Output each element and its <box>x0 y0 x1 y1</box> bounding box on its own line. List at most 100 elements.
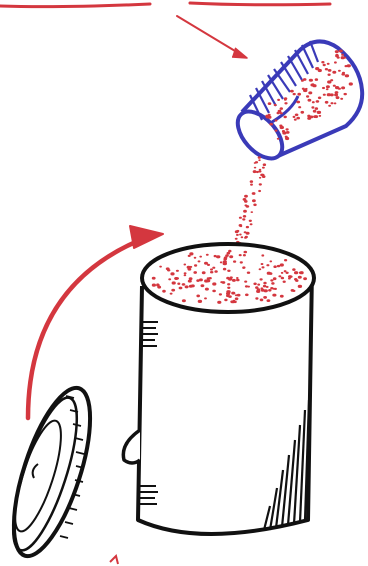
grain <box>341 56 345 59</box>
grain <box>306 95 309 97</box>
grain <box>233 260 236 262</box>
grain <box>223 268 226 271</box>
grain <box>188 280 192 283</box>
grain <box>189 266 192 268</box>
grain <box>210 268 213 270</box>
grain <box>170 272 174 275</box>
grain <box>285 137 289 140</box>
grain <box>262 167 265 169</box>
grain <box>182 299 186 302</box>
grain <box>280 107 283 110</box>
grain <box>210 271 213 273</box>
grain <box>278 275 281 277</box>
grain <box>284 259 287 261</box>
grain <box>278 110 282 113</box>
grain <box>310 116 314 119</box>
grain <box>293 116 296 118</box>
grain <box>166 267 170 270</box>
grain <box>286 128 289 130</box>
grain <box>281 272 284 274</box>
grain <box>159 266 162 268</box>
grain <box>261 287 264 289</box>
grain <box>273 288 276 290</box>
grain <box>294 119 297 121</box>
grain <box>253 204 256 207</box>
container-lid <box>0 380 106 565</box>
grain <box>239 217 242 219</box>
grain <box>179 287 183 290</box>
grain <box>235 294 238 296</box>
grain <box>228 250 231 253</box>
grain <box>253 283 256 286</box>
grain <box>204 262 208 265</box>
grain <box>275 130 278 132</box>
grain <box>311 106 314 108</box>
grain <box>349 82 353 85</box>
grain <box>240 225 242 227</box>
grain <box>240 261 243 263</box>
grain <box>230 276 233 278</box>
grain <box>194 257 197 259</box>
grain <box>252 199 256 202</box>
grain <box>280 263 284 266</box>
grain <box>227 287 230 289</box>
grain <box>251 211 254 213</box>
grain <box>277 265 280 267</box>
grain <box>236 230 239 232</box>
bottom-red-mark <box>110 556 118 564</box>
grain <box>245 285 248 287</box>
grain <box>323 64 326 66</box>
grain <box>327 93 331 96</box>
grain <box>280 126 284 129</box>
grain <box>334 61 337 63</box>
grain <box>322 87 325 89</box>
grain <box>292 268 295 271</box>
grain <box>268 102 272 105</box>
grain <box>254 162 256 164</box>
grain <box>185 285 189 288</box>
grain <box>317 111 321 114</box>
top-arrow <box>177 16 247 58</box>
grain <box>245 294 249 297</box>
grain <box>312 101 315 103</box>
grain <box>188 268 192 271</box>
grain <box>263 296 267 299</box>
grain <box>219 293 222 295</box>
grain <box>170 293 173 295</box>
grain <box>268 289 271 292</box>
grain <box>274 104 277 106</box>
grain <box>242 218 245 220</box>
grain <box>244 200 248 203</box>
grain <box>284 270 287 272</box>
grain <box>244 231 247 233</box>
grain <box>321 61 324 63</box>
grain <box>328 105 331 107</box>
grain <box>298 285 302 288</box>
grain <box>239 234 242 236</box>
grain <box>272 294 276 297</box>
grain <box>271 282 274 285</box>
grain <box>341 86 345 89</box>
grain <box>184 272 187 274</box>
grain <box>327 80 331 83</box>
grain <box>302 88 305 90</box>
grain <box>315 67 319 70</box>
grain <box>323 94 326 96</box>
grain <box>316 100 320 103</box>
grain <box>292 290 295 292</box>
grain <box>247 272 250 274</box>
grain <box>315 78 318 81</box>
grain <box>152 284 156 287</box>
cropped-top-marks <box>0 3 330 7</box>
grain <box>242 266 245 268</box>
grain <box>258 159 260 161</box>
grain <box>184 264 187 266</box>
grain <box>206 254 209 256</box>
grain <box>308 91 312 94</box>
grain <box>338 70 341 72</box>
grain <box>202 271 206 274</box>
grain <box>280 295 284 298</box>
grain <box>335 54 339 57</box>
grain <box>184 274 187 276</box>
